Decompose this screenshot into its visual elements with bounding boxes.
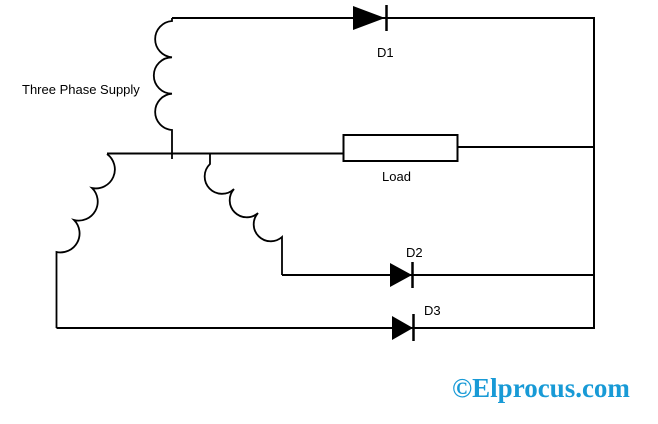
- diode-d1-icon: [353, 6, 385, 30]
- diode-d2-label: D2: [406, 245, 423, 260]
- load-label: Load: [382, 169, 411, 184]
- diode-d1-label: D1: [377, 45, 394, 60]
- load-resistor-box: [342, 134, 459, 162]
- phase-b-coil: [55, 153, 116, 328]
- diode-d3-label: D3: [424, 303, 441, 318]
- watermark-text: ©Elprocus.com: [452, 373, 630, 403]
- phase-a-coil: [152, 18, 173, 159]
- diode-d2-icon: [390, 263, 412, 287]
- phase-c-coil: [203, 153, 283, 275]
- diode-d3-icon: [392, 316, 413, 340]
- supply-label: Three Phase Supply: [22, 82, 140, 97]
